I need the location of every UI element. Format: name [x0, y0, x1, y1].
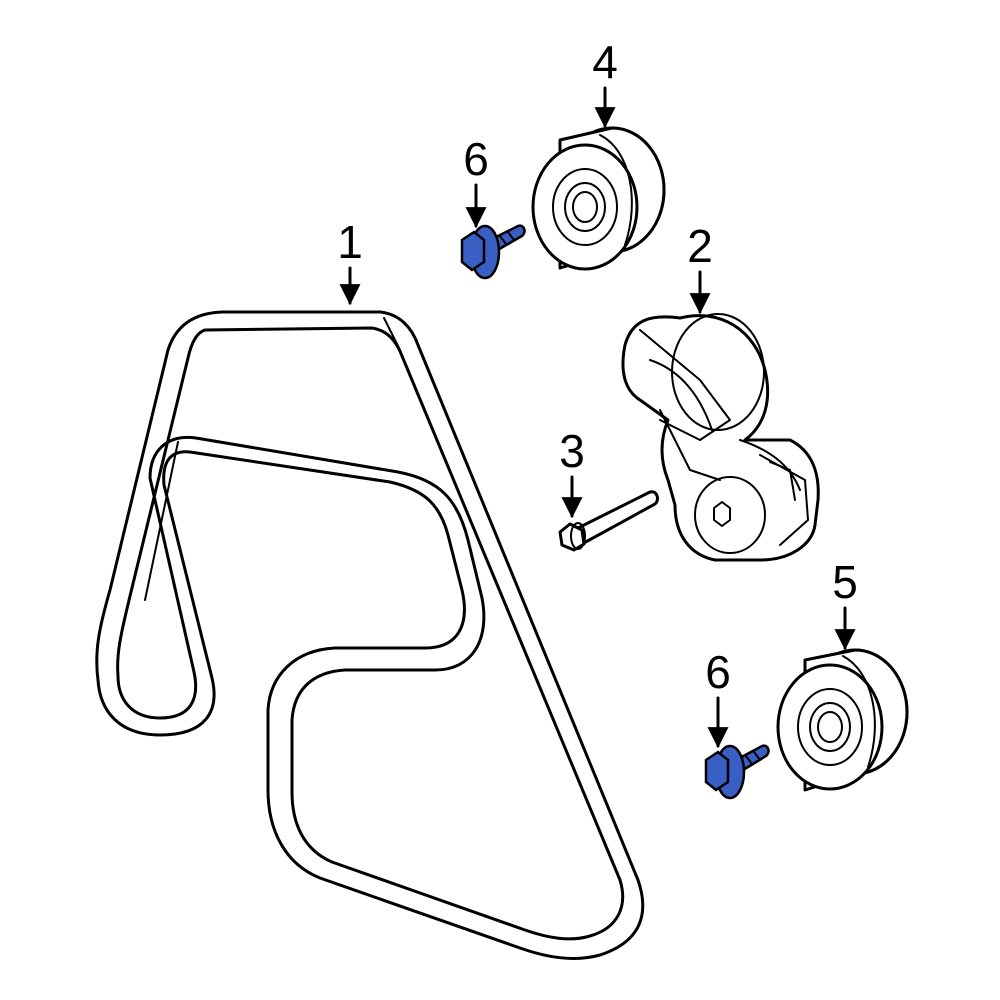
callout-1: 1 — [337, 216, 363, 306]
callout-6-upper: 6 — [463, 133, 489, 229]
callout-2: 2 — [687, 220, 713, 315]
callout-number-6-lower: 6 — [705, 646, 731, 698]
serpentine-belt[interactable] — [95, 310, 645, 960]
callout-4: 4 — [592, 36, 618, 129]
callout-number-4: 4 — [592, 36, 618, 88]
callout-5: 5 — [832, 556, 858, 651]
idler-pulley-upper[interactable] — [531, 126, 666, 271]
callout-3: 3 — [559, 425, 585, 519]
idler-pulley-lower[interactable] — [776, 648, 909, 792]
callout-number-5: 5 — [832, 556, 858, 608]
callout-number-3: 3 — [559, 425, 585, 477]
tensioner-bolt[interactable] — [558, 490, 659, 552]
pulley-bolt-upper[interactable] — [460, 224, 526, 280]
callout-number-2: 2 — [687, 220, 713, 272]
callout-6-lower: 6 — [705, 646, 731, 749]
callout-number-1: 1 — [337, 216, 363, 268]
callout-number-6-upper: 6 — [463, 133, 489, 185]
pulley-bolt-lower[interactable] — [704, 744, 770, 800]
belt-tensioner[interactable] — [621, 313, 820, 562]
